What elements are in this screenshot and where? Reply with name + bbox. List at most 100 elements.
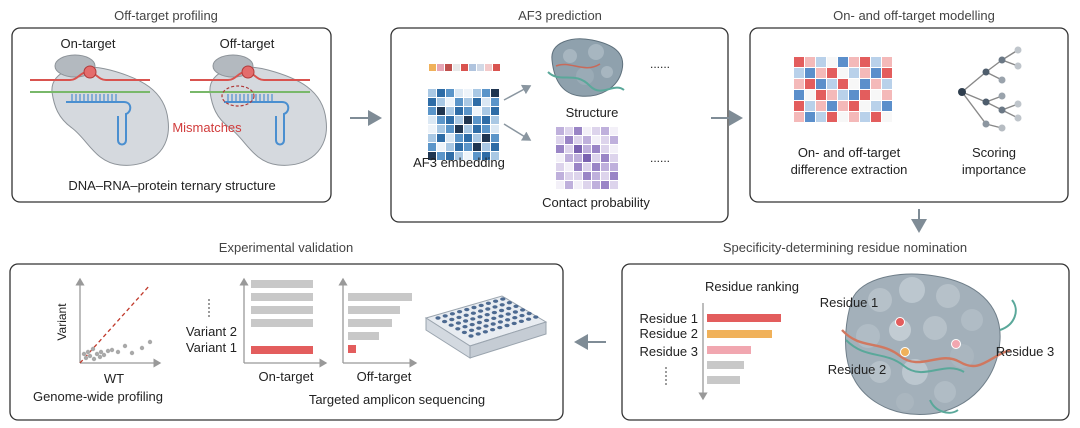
- contact-cell: [592, 163, 600, 171]
- difference-label-line1: On- and off-target: [798, 145, 901, 160]
- embedding-cell: [428, 98, 436, 106]
- difference-cell: [805, 90, 815, 100]
- ranking-bar-1: [707, 314, 781, 322]
- off-target-label: Off-target: [220, 36, 275, 51]
- variant-more-dots: [208, 299, 210, 317]
- residue-3-marker: [951, 339, 961, 349]
- contact-cell: [610, 145, 618, 153]
- difference-cell: [816, 112, 826, 122]
- embedding-cell: [473, 98, 481, 106]
- difference-cell: [838, 57, 848, 67]
- difference-cell: [805, 57, 815, 67]
- difference-cell: [838, 101, 848, 111]
- embedding-cell: [482, 116, 490, 124]
- arrow-right-icon: [503, 123, 532, 141]
- panel-modelling: On- and off-target modelling On- and off…: [749, 8, 1069, 203]
- difference-cell: [794, 57, 804, 67]
- embedding-cell: [455, 152, 463, 160]
- scatter-x-label: WT: [104, 371, 124, 386]
- plate-well: [463, 313, 469, 317]
- plate-well: [512, 316, 518, 320]
- difference-cell: [827, 79, 837, 89]
- plate-well: [442, 319, 448, 324]
- embedding-cell: [446, 89, 454, 97]
- contact-cell: [565, 181, 573, 189]
- difference-cell: [838, 112, 848, 122]
- plate-well: [493, 299, 499, 303]
- difference-cell: [849, 90, 859, 100]
- plate-icon: [424, 295, 548, 359]
- embedding-cell: [428, 89, 436, 97]
- ranking-bar-3: [707, 346, 751, 354]
- embedding-strip: [429, 64, 500, 71]
- panel-af3-prediction: AF3 prediction AF3 embedding ...... Stru…: [390, 8, 729, 223]
- embedding-cell: [437, 152, 445, 160]
- panel-caption: DNA–RNA–protein ternary structure: [68, 178, 275, 193]
- embedding-cell: [491, 89, 499, 97]
- plate-well: [499, 303, 505, 307]
- embedding-cell: [491, 143, 499, 151]
- difference-cell: [816, 90, 826, 100]
- contact-cell: [583, 145, 591, 153]
- difference-matrix: [794, 57, 892, 122]
- contact-cell: [556, 163, 564, 171]
- contact-cell: [583, 154, 591, 162]
- strip-cell: [485, 64, 492, 71]
- embedding-cell: [446, 143, 454, 151]
- embedding-cell: [428, 152, 436, 160]
- contact-cell: [592, 136, 600, 144]
- contact-cell: [565, 154, 573, 162]
- embedding-cell: [473, 143, 481, 151]
- embedding-cell: [491, 116, 499, 124]
- plate-well: [533, 315, 539, 319]
- embedding-cell: [464, 116, 472, 124]
- difference-cell: [860, 68, 870, 78]
- difference-cell: [871, 79, 881, 89]
- contact-cell: [592, 127, 600, 135]
- strip-cell: [477, 64, 484, 71]
- contact-cell: [610, 127, 618, 135]
- embedding-cell: [437, 89, 445, 97]
- plate-well: [497, 325, 503, 330]
- ranking-bar-4: [707, 361, 744, 369]
- plate-well: [485, 307, 491, 311]
- genome-caption: Genome-wide profiling: [33, 389, 163, 404]
- structure-label: Structure: [566, 105, 619, 120]
- contact-cell: [601, 127, 609, 135]
- contact-cell: [601, 145, 609, 153]
- plate-well: [478, 309, 484, 313]
- embedding-cell: [473, 125, 481, 133]
- difference-cell: [805, 79, 815, 89]
- strip-cell: [429, 64, 436, 71]
- difference-cell: [816, 101, 826, 111]
- difference-cell: [871, 90, 881, 100]
- embedding-matrix: [428, 89, 499, 160]
- panel-residue-nomination: Specificity-determining residue nominati…: [621, 240, 1070, 421]
- on-target-bar: [251, 293, 313, 301]
- embedding-cell: [437, 116, 445, 124]
- variant-2-label: Variant 2: [186, 324, 237, 339]
- difference-cell: [838, 68, 848, 78]
- structure-residue-2: Residue 2: [828, 362, 887, 377]
- embedding-cell: [428, 143, 436, 151]
- mismatch-highlight: [221, 85, 255, 107]
- contact-cell: [610, 181, 618, 189]
- contact-cell: [574, 145, 582, 153]
- scatter-y-label: Variant: [55, 303, 69, 341]
- embedding-cell: [464, 125, 472, 133]
- contact-cell: [565, 127, 573, 135]
- difference-cell: [882, 68, 892, 78]
- plate-well: [468, 334, 474, 338]
- contact-cell: [574, 172, 582, 180]
- contact-cell: [601, 154, 609, 162]
- plate-well: [492, 305, 498, 309]
- contact-cell: [601, 136, 609, 144]
- contact-cell: [592, 154, 600, 162]
- panel-off-target-profiling: Off-target profiling On-target Off-targe…: [11, 8, 332, 203]
- embedding-cell: [446, 116, 454, 124]
- contact-cell: [565, 163, 573, 171]
- panel-title: Experimental validation: [219, 240, 353, 255]
- difference-cell: [860, 101, 870, 111]
- difference-cell: [860, 57, 870, 67]
